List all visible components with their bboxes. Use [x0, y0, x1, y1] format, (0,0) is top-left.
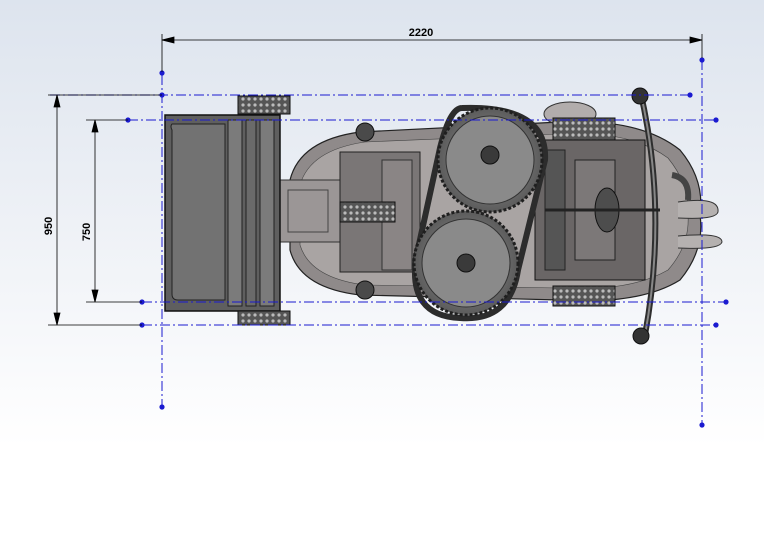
- side-wheel-2: [355, 280, 375, 300]
- dimension-length: [161, 34, 703, 72]
- dim-label-750: 750: [81, 223, 93, 241]
- dimension-track: [86, 119, 142, 303]
- center-gear-strip: [339, 201, 396, 223]
- front-roller-bottom: [237, 310, 291, 326]
- dimension-width: [48, 94, 162, 326]
- caster-wheel-bottom: [632, 327, 650, 345]
- dim-label-2220: 2220: [409, 27, 433, 39]
- handle-upper: [677, 199, 719, 219]
- caster-wheel-top: [631, 87, 649, 105]
- machine-topview: [164, 87, 723, 345]
- centerline-endpoints: [125, 57, 729, 428]
- dim-label-950: 950: [43, 217, 55, 235]
- front-roller-top: [237, 95, 291, 115]
- side-wheel-1: [355, 122, 375, 142]
- rear-track-top: [552, 117, 616, 141]
- handle-lower: [677, 234, 723, 249]
- front-linkage: [277, 179, 341, 243]
- centerlines: [50, 60, 726, 425]
- rear-track-bottom: [552, 285, 616, 307]
